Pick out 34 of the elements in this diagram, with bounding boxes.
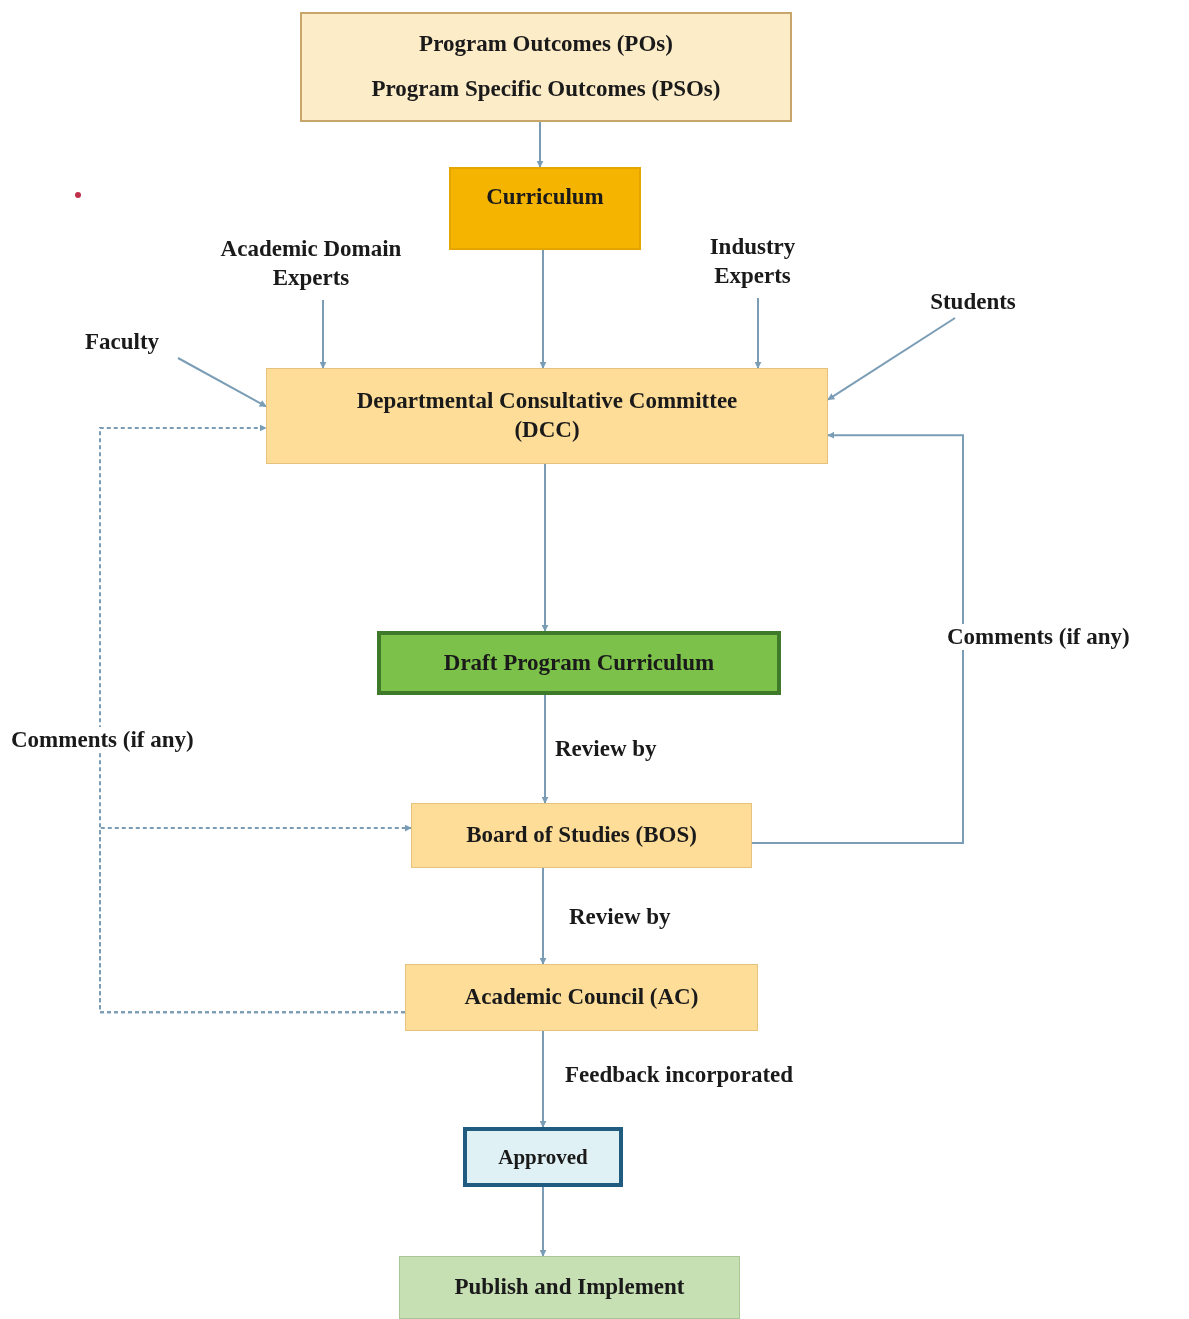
draft-box <box>377 631 781 695</box>
stakeholder-label: Academic Domain Experts <box>219 235 403 292</box>
arrow <box>177 357 267 408</box>
box-text: Publish and Implement <box>454 1273 685 1302</box>
arrow <box>99 824 412 1014</box>
box-text: Board of Studies (BOS) <box>466 821 697 850</box>
process-box <box>405 964 758 1031</box>
arrow <box>539 249 547 369</box>
arrow <box>539 1030 547 1128</box>
curriculum-box <box>449 167 641 250</box>
box-text: Program Specific Outcomes (PSOs) <box>371 75 721 104</box>
arrow <box>541 463 549 632</box>
box-text: Draft Program Curriculum <box>443 648 715 677</box>
process-box <box>266 368 828 464</box>
box-text: Program Outcomes (POs) <box>419 30 673 59</box>
arrow <box>751 431 964 844</box>
box-text: Curriculum <box>486 183 604 211</box>
outcomes-box <box>300 12 792 122</box>
stakeholder-label: Industry Experts <box>708 233 797 290</box>
approved-box <box>463 1127 623 1187</box>
arrow <box>539 867 547 965</box>
box-text: Approved <box>498 1143 588 1171</box>
result-box <box>399 1256 740 1319</box>
box-text: Academic Council (AC) <box>464 983 699 1012</box>
arrow <box>319 299 327 369</box>
arrow <box>539 1186 547 1257</box>
arrow <box>541 694 549 804</box>
arrow <box>536 121 544 168</box>
process-box <box>411 803 752 868</box>
stakeholder-label: Students <box>930 287 1016 316</box>
stakeholder-label: Faculty <box>84 327 160 356</box>
arrow <box>827 317 956 401</box>
arrow <box>754 297 762 369</box>
box-text: Departmental Consultative Committee (DCC) <box>355 387 739 444</box>
